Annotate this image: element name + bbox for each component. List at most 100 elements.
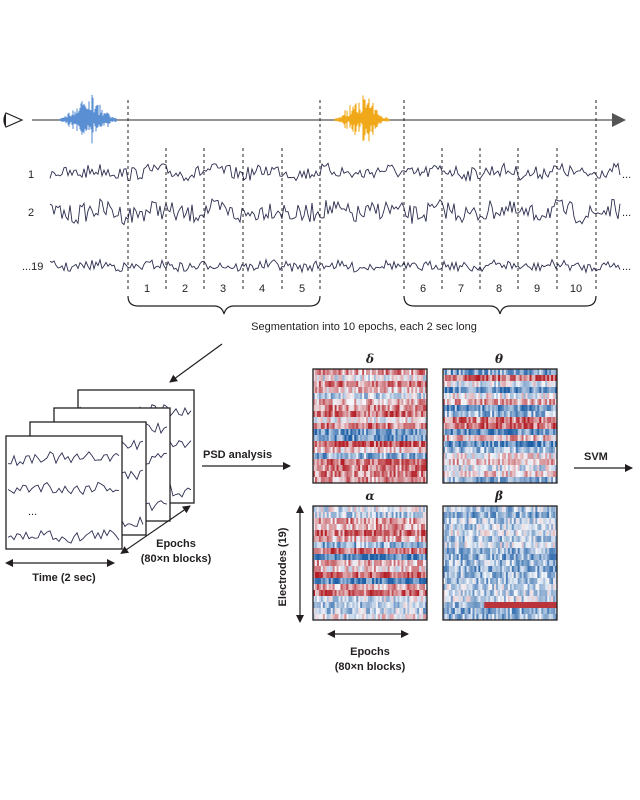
- heatmap-cell: [399, 536, 402, 543]
- heatmap-cell: [379, 447, 383, 454]
- heatmap-cell: [505, 596, 509, 603]
- heatmap-cell: [446, 602, 450, 609]
- heatmap-cell: [545, 459, 548, 466]
- heatmap-cell: [342, 542, 345, 549]
- heatmap-cell: [338, 465, 341, 472]
- heatmap-cell: [523, 572, 526, 579]
- heatmap-cell: [444, 453, 448, 460]
- heatmap-cell: [460, 608, 463, 615]
- heatmap-cell: [456, 411, 460, 418]
- heatmap-cell: [322, 578, 326, 585]
- heatmap-cell: [545, 614, 548, 621]
- heatmap-cell: [541, 393, 544, 400]
- heatmap-cell: [389, 566, 392, 573]
- heatmap-cell: [330, 608, 333, 615]
- heatmap-cell: [397, 584, 400, 591]
- heatmap-cell: [529, 554, 532, 561]
- heatmap-cell: [484, 584, 487, 591]
- heatmap-cell: [334, 548, 337, 555]
- heatmap-cell: [364, 566, 367, 573]
- heatmap-cell: [466, 441, 469, 448]
- heatmap-cell: [521, 477, 524, 484]
- heatmap-cell: [466, 393, 469, 400]
- heatmap-cell: [419, 542, 422, 549]
- heatmap-cell: [484, 465, 487, 472]
- heatmap-cell: [350, 405, 353, 412]
- heatmap-cell: [385, 572, 388, 579]
- heatmap-cell: [399, 554, 402, 561]
- heatmap-cell: [474, 375, 477, 382]
- heatmap-cell: [490, 554, 493, 561]
- heatmap-cell: [505, 590, 509, 597]
- heatmap-cell: [336, 477, 339, 484]
- heatmap-cell: [531, 423, 534, 430]
- heatmap-cell: [509, 447, 513, 454]
- heatmap-cell: [413, 554, 416, 561]
- heatmap-cell: [553, 375, 556, 382]
- heatmap-cell: [330, 399, 333, 406]
- heatmap-cell: [446, 375, 450, 382]
- heatmap-cell: [533, 465, 536, 472]
- heatmap-cell: [385, 417, 388, 424]
- window-trace: [7, 481, 120, 496]
- heatmap-cell: [409, 506, 412, 513]
- heatmap-cell: [407, 477, 410, 484]
- heatmap-cell: [555, 602, 558, 609]
- heatmap-cell: [444, 530, 448, 537]
- heatmap-cell: [405, 572, 408, 579]
- heatmap-cell: [521, 417, 524, 424]
- heatmap-cell: [381, 536, 385, 543]
- heatmap-cell: [513, 405, 517, 412]
- heatmap-cell: [391, 602, 394, 609]
- heatmap-cell: [352, 560, 355, 567]
- heatmap-cell: [464, 554, 467, 561]
- heatmap-cell: [336, 453, 339, 460]
- heatmap-cell: [364, 435, 367, 442]
- heatmap-cell: [521, 429, 524, 436]
- heatmap-cell: [515, 393, 518, 400]
- heatmap-cell: [458, 530, 461, 537]
- heatmap-cell: [454, 381, 458, 388]
- heatmap-cell: [387, 560, 390, 567]
- heatmap-cell: [332, 608, 335, 615]
- heatmap-cell: [373, 518, 377, 525]
- heatmap-cell: [529, 602, 532, 609]
- heatmap-cell: [443, 447, 446, 454]
- heatmap-cell: [503, 584, 507, 591]
- heatmap-cell: [492, 536, 495, 543]
- heatmap-cell: [478, 447, 481, 454]
- heatmap-cell: [407, 548, 410, 555]
- heatmap-cell: [503, 393, 507, 400]
- heatmap-cell: [486, 381, 489, 388]
- heatmap-cell: [496, 530, 499, 537]
- heatmap-cell: [533, 590, 536, 597]
- heatmap-cell: [498, 441, 501, 448]
- heatmap-cell: [356, 578, 359, 585]
- heatmap-cell: [401, 441, 404, 448]
- heatmap-cell: [350, 548, 353, 555]
- heatmap-cell: [389, 459, 392, 466]
- heatmap-cell: [387, 405, 390, 412]
- heatmap-cell: [338, 423, 341, 430]
- heatmap-cell: [344, 554, 347, 561]
- heatmap-cell: [405, 399, 408, 406]
- heatmap-cell: [385, 578, 388, 585]
- heatmap-cell: [320, 405, 324, 412]
- heatmap-cell: [383, 548, 387, 555]
- heatmap-cell: [511, 393, 515, 400]
- heatmap-cell: [466, 477, 469, 484]
- heatmap-cell: [322, 447, 326, 454]
- heatmap-cell: [401, 536, 404, 543]
- heatmap-cell: [407, 447, 410, 454]
- heatmap-cell: [535, 435, 538, 442]
- heatmap-cell: [373, 524, 377, 531]
- heatmap-cell: [458, 441, 461, 448]
- heatmap-cell: [338, 459, 341, 466]
- heatmap-cell: [527, 560, 530, 567]
- heatmap-cell: [318, 602, 322, 609]
- heatmap-cell: [379, 536, 383, 543]
- heatmap-cell: [476, 447, 479, 454]
- brace-right: [403, 295, 597, 315]
- heatmap-cell: [468, 417, 471, 424]
- heatmap-cell: [521, 554, 524, 561]
